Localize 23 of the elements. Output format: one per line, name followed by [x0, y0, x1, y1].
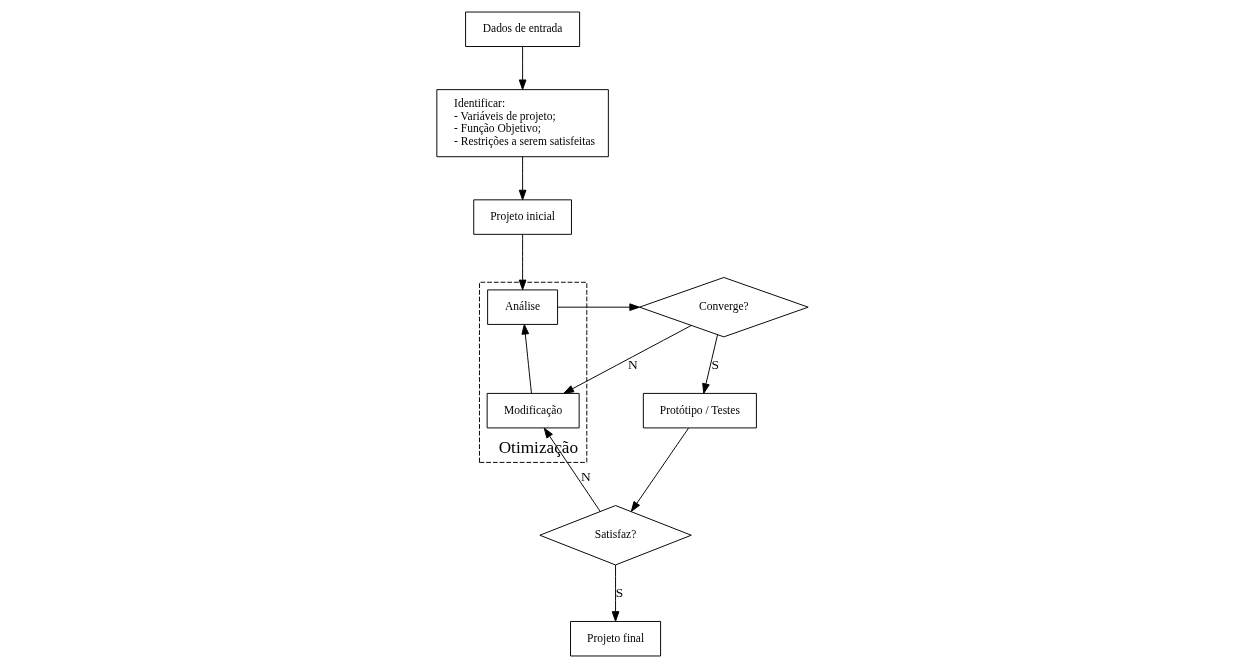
edge-label: S: [615, 584, 624, 600]
node-box: Protótipo / Testes: [642, 392, 757, 429]
node-box: Modificação: [486, 392, 580, 429]
edge-label: N: [581, 468, 591, 484]
arrow: [518, 156, 527, 201]
node-box: Projeto inicial: [473, 199, 572, 235]
arrow: [518, 46, 527, 90]
node-box: Projeto final: [570, 621, 662, 657]
edge-label: S: [711, 356, 719, 372]
arrow: [611, 564, 620, 622]
node-box: Dados de entrada: [465, 11, 581, 47]
edge-label: N: [627, 356, 638, 372]
arrow: [518, 234, 527, 291]
node-box: Identificar: - Variáveis de projeto; - Função Objetivo; - Restrições a serem satisfeitas: [436, 89, 609, 158]
node-box: Análise: [487, 289, 559, 325]
arrow: [543, 427, 601, 512]
arrow: [702, 334, 718, 394]
arrow: [521, 323, 532, 394]
arrow: [630, 427, 689, 512]
node-diamond: Converge?: [639, 276, 809, 338]
node-diamond: Satisfaz?: [539, 505, 692, 566]
arrow: [557, 303, 640, 311]
arrow: [563, 325, 692, 394]
